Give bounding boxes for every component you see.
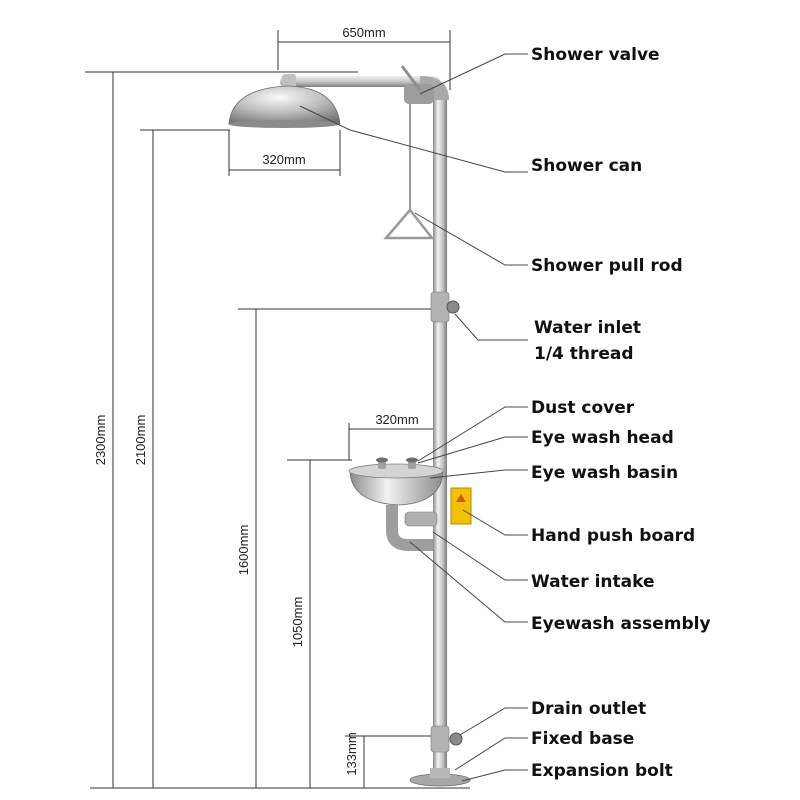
dimension-basin-height: 1600mm xyxy=(236,525,251,576)
shower-arm xyxy=(280,76,440,87)
water-inlet-port xyxy=(446,300,460,314)
leader-lines xyxy=(299,53,528,782)
callout-eye-wash-head: Eye wash head xyxy=(531,428,674,448)
dimension-drain-height: 133mm xyxy=(344,732,359,775)
drain-outlet-coupling xyxy=(430,725,450,753)
eyewash-assembly-valve xyxy=(404,511,438,527)
callout-dust-cover: Dust cover xyxy=(531,398,635,418)
pull-rod-handle xyxy=(383,208,435,240)
dimension-eyewash-height: 1050mm xyxy=(290,597,305,648)
eyewash-shower-unit xyxy=(228,65,472,787)
callout-shower-pull-rod: Shower pull rod xyxy=(531,256,683,276)
dimension-arm-length: 650mm xyxy=(342,25,385,40)
callout-water-intake: Water intake xyxy=(531,572,654,592)
callout-expansion-bolt: Expansion bolt xyxy=(531,761,673,781)
shower-can xyxy=(228,85,341,125)
callout-drain-outlet: Drain outlet xyxy=(531,699,646,719)
valve-lever xyxy=(400,65,422,91)
water-inlet-coupling xyxy=(430,291,450,323)
dust-cover xyxy=(376,457,388,463)
basin-rim xyxy=(348,463,444,479)
callout-shower-valve: Shower valve xyxy=(531,45,660,65)
callout-shower-can: Shower can xyxy=(531,156,642,176)
callout-water-inlet-thread: 1/4 thread xyxy=(534,344,634,364)
callout-hand-push-board: Hand push board xyxy=(531,526,695,546)
shower-can-rim xyxy=(228,120,340,128)
dimension-shower-can-width: 320mm xyxy=(262,152,305,167)
eye-wash-basin xyxy=(349,471,444,506)
dust-cover xyxy=(406,457,418,463)
callout-eye-wash-basin: Eye wash basin xyxy=(531,463,678,483)
callout-eyewash-assembly: Eyewash assembly xyxy=(531,614,711,634)
dimension-lines xyxy=(85,30,470,789)
shower-valve xyxy=(404,84,434,104)
callout-fixed-base: Fixed base xyxy=(531,729,634,749)
dimension-basin-width: 320mm xyxy=(375,412,418,427)
dimension-total-height: 2300mm xyxy=(93,415,108,466)
dimension-shower-height: 2100mm xyxy=(133,415,148,466)
callout-water-inlet: Water inlet xyxy=(534,318,641,338)
main-pipe xyxy=(433,95,447,775)
base-collar xyxy=(430,768,450,778)
pipe-elbow xyxy=(420,76,449,100)
hand-push-board xyxy=(450,487,472,525)
drain-outlet-port xyxy=(449,732,463,746)
hand-push-board-symbol xyxy=(456,494,466,502)
water-intake-pipe xyxy=(386,505,433,551)
